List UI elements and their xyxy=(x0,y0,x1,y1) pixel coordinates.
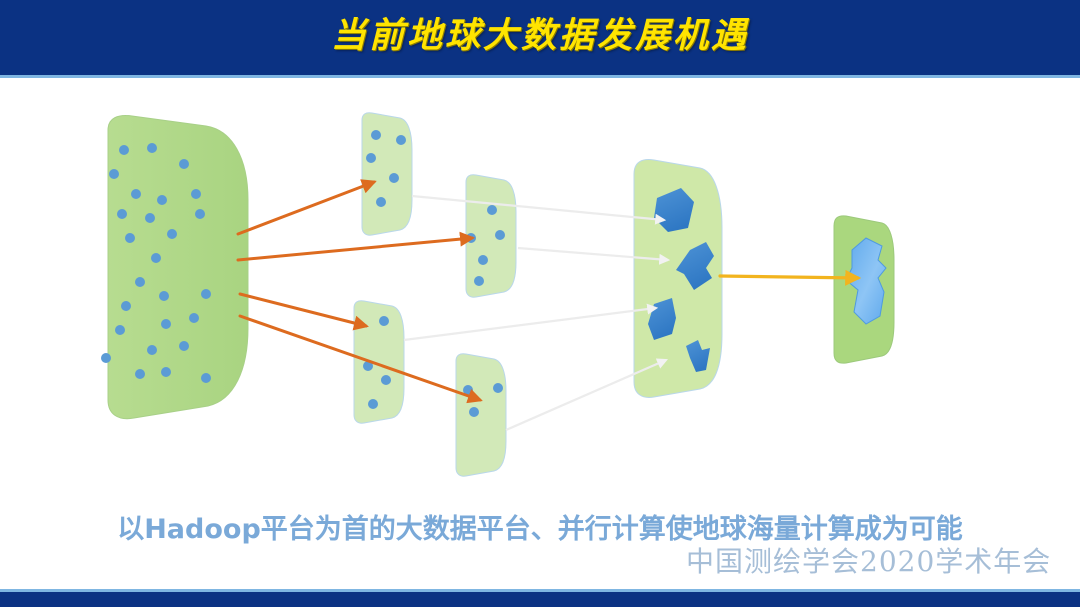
tile-reduced-features xyxy=(633,159,723,398)
tile-split-b xyxy=(465,174,517,298)
tile-split-c xyxy=(353,300,405,424)
slide-header-band xyxy=(0,0,1080,75)
slide-header-accent-line xyxy=(0,75,1080,78)
split-a-dots xyxy=(366,130,406,207)
split-c-tile-shape xyxy=(353,300,405,424)
tile-source-dataset xyxy=(101,115,249,420)
split-c-dots xyxy=(363,316,391,409)
reduce-polygon-4 xyxy=(686,340,710,372)
reduce-polygon-2 xyxy=(676,242,714,290)
orange-arrow-3 xyxy=(238,292,369,331)
connector-gray-group xyxy=(403,194,671,432)
gray-arrow-4 xyxy=(505,358,669,432)
split-a-tile-shape xyxy=(361,112,413,236)
tile-split-a xyxy=(361,112,413,236)
orange-arrow-2 xyxy=(236,231,475,262)
page-title: 当前地球大数据发展机遇 xyxy=(330,16,749,56)
diagram-svg xyxy=(101,112,895,477)
slide-footer-band xyxy=(0,592,1080,607)
connector-orange-group xyxy=(236,179,483,404)
dataflow-diagram xyxy=(0,78,1080,508)
gold-arrow-1 xyxy=(718,269,862,286)
source-tile-shape xyxy=(107,115,249,420)
conference-watermark: 中国测绘学会2020学术年会 xyxy=(686,545,1052,578)
slide-caption: 以Hadoop平台为首的大数据平台、并行计算使地球海量计算成为可能 xyxy=(117,514,963,545)
connector-gold-group xyxy=(718,269,862,286)
gray-arrow-2 xyxy=(517,246,671,265)
slide-footer-accent-line xyxy=(0,589,1080,592)
gray-arrow-3 xyxy=(403,303,659,342)
orange-arrow-4 xyxy=(238,314,483,404)
tile-merged-result xyxy=(833,215,895,364)
orange-arrow-1 xyxy=(236,179,377,236)
split-d-tile-shape xyxy=(455,353,507,477)
source-dot-cluster xyxy=(101,143,211,383)
gray-arrow-1 xyxy=(411,194,667,225)
tile-split-d xyxy=(455,353,507,477)
